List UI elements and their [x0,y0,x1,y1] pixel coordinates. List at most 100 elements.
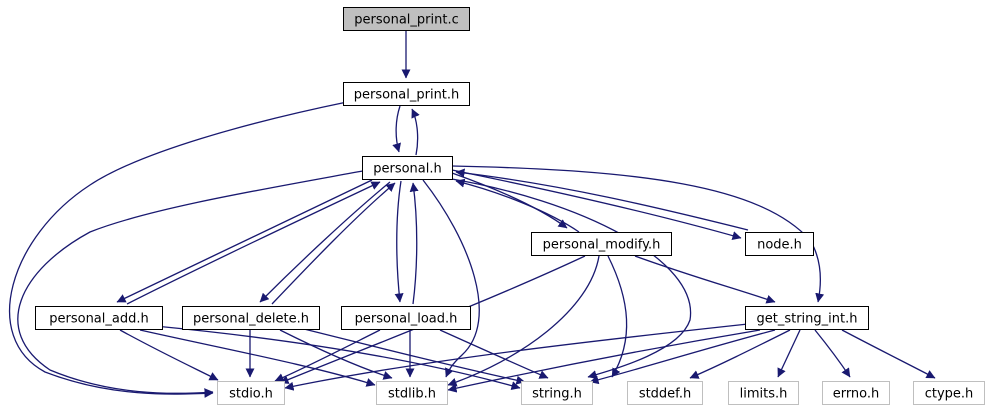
node-errno-h: errno.h [822,381,890,405]
edge-personal-modify-h-to-string-h [607,255,628,378]
edge-personal-add-h-to-stdio-h [119,329,219,381]
edge-personal-add-h-to-string-h [154,325,521,391]
node-label: get_string_int.h [757,312,858,327]
edge-arrow [445,177,692,380]
node-box [745,306,869,330]
edge-personal-h-to-personal-delete-h [259,181,391,303]
edge-arrow [439,329,549,379]
node-box [913,381,985,405]
node-stdlib-h: stdlib.h [376,381,448,405]
edge-arrow [455,168,749,231]
edge-get-string-int-h-to-stdlib-h [447,329,761,393]
edge-personal-add-h-to-personal-h [126,181,381,305]
edge-arrow [689,329,791,379]
edge-arrow [394,180,404,303]
edge-get-string-int-h-to-stdio-h [284,323,749,391]
node-limits-h: limits.h [728,381,799,405]
node-box [362,156,453,180]
node-personal-print-c[interactable]: personal_print.c [343,7,470,31]
node-box [728,381,799,405]
node-label: personal_add.h [49,312,148,327]
edge-personal-h-to-string-h [445,177,692,380]
edge-personal-modify-h-to-stdlib-h [447,255,600,387]
edge-personal-h-to-get-string-int-h [451,165,825,303]
node-label: stddef.h [639,387,691,402]
edge-arrow [447,255,600,387]
edge-node-h-to-personal-h [455,168,749,231]
node-label: node.h [757,238,802,253]
edge-arrow [17,169,369,398]
nodes-layer: personal_print.c personal_print.h personal… [35,7,985,405]
edge-arrow [9,101,348,398]
node-stdio-h: stdio.h [217,381,285,405]
edge-get-string-int-h-to-ctype-h [841,329,936,379]
edge-personal-add-h-to-stdlib-h [139,329,376,387]
edge-arrow [116,179,373,303]
edge-personal-delete-h-to-string-h [299,327,526,385]
edge-arrow [411,108,420,156]
edge-personal-h-to-personal-add-h [116,179,373,303]
node-label: limits.h [740,387,788,402]
node-label: string.h [532,387,582,402]
edge-arrow [841,329,936,379]
node-label: personal_delete.h [193,312,309,327]
node-box [531,232,672,256]
edge-arrow [607,255,628,378]
node-personal-print-h[interactable]: personal_print.h [343,82,470,106]
node-stddef-h: stddef.h [627,381,703,405]
node-box [745,232,814,256]
node-label: stdlib.h [388,387,436,402]
edge-personal-delete-h-to-personal-h [271,182,396,305]
node-label: personal_modify.h [543,238,661,253]
edge-arrow [126,181,381,305]
node-personal-modify-h[interactable]: personal_modify.h [531,232,672,256]
node-node-h[interactable]: node.h [745,232,814,256]
edge-personal-h-to-stdlib-h [422,179,480,378]
edge-get-string-int-h-to-stddef-h [689,329,791,379]
edge-personal-print-h-to-personal-h [392,105,401,153]
node-label: ctype.h [925,387,974,402]
edge-personal-delete-h-to-stdlib-h [279,329,393,380]
edge-arrow [451,169,742,240]
edge-arrow [119,329,219,381]
edge-arrow [447,329,761,393]
edge-personal-h-to-stdio-h [17,169,369,398]
node-ctype-h: ctype.h [913,381,985,405]
node-box [35,306,163,330]
node-label: personal.h [373,162,442,177]
edge-personal-h-to-personal-print-h [411,108,420,156]
node-personal-delete-h[interactable]: personal_delete.h [182,306,320,330]
node-label: stdio.h [229,387,273,402]
edge-arrow [284,323,749,391]
edge-personal-modify-h-to-personal-h [455,178,580,233]
edge-personal-modify-h-to-get-string-int-h [634,255,776,304]
edge-get-string-int-h-to-limits-h [777,329,801,378]
node-label: personal_print.c [354,13,458,28]
node-personal-add-h[interactable]: personal_add.h [35,306,163,330]
edge-arrow [392,105,401,153]
edge-arrow [814,329,851,378]
node-string-h: string.h [521,381,593,405]
node-box [343,82,470,106]
edge-personal-print-h-to-stdio-h [9,101,348,398]
node-box [822,381,890,405]
edge-arrow [259,181,391,303]
edge-personal-load-h-to-string-h [439,329,549,379]
edge-arrow [455,178,580,233]
node-personal-h[interactable]: personal.h [362,156,453,180]
edge-arrow [422,179,480,378]
edge-arrow [777,329,801,378]
node-box [627,381,703,405]
edge-arrow [451,165,825,303]
node-box [182,306,320,330]
edge-personal-load-h-to-personal-h [409,182,419,305]
node-label: personal_print.h [354,88,460,103]
node-box [341,306,471,330]
edge-get-string-int-h-to-string-h [589,329,776,385]
edge-arrow [589,329,776,385]
edge-arrow [634,255,776,304]
node-get-string-int-h[interactable]: get_string_int.h [745,306,869,330]
node-box [376,381,448,405]
node-personal-load-h[interactable]: personal_load.h [341,306,471,330]
